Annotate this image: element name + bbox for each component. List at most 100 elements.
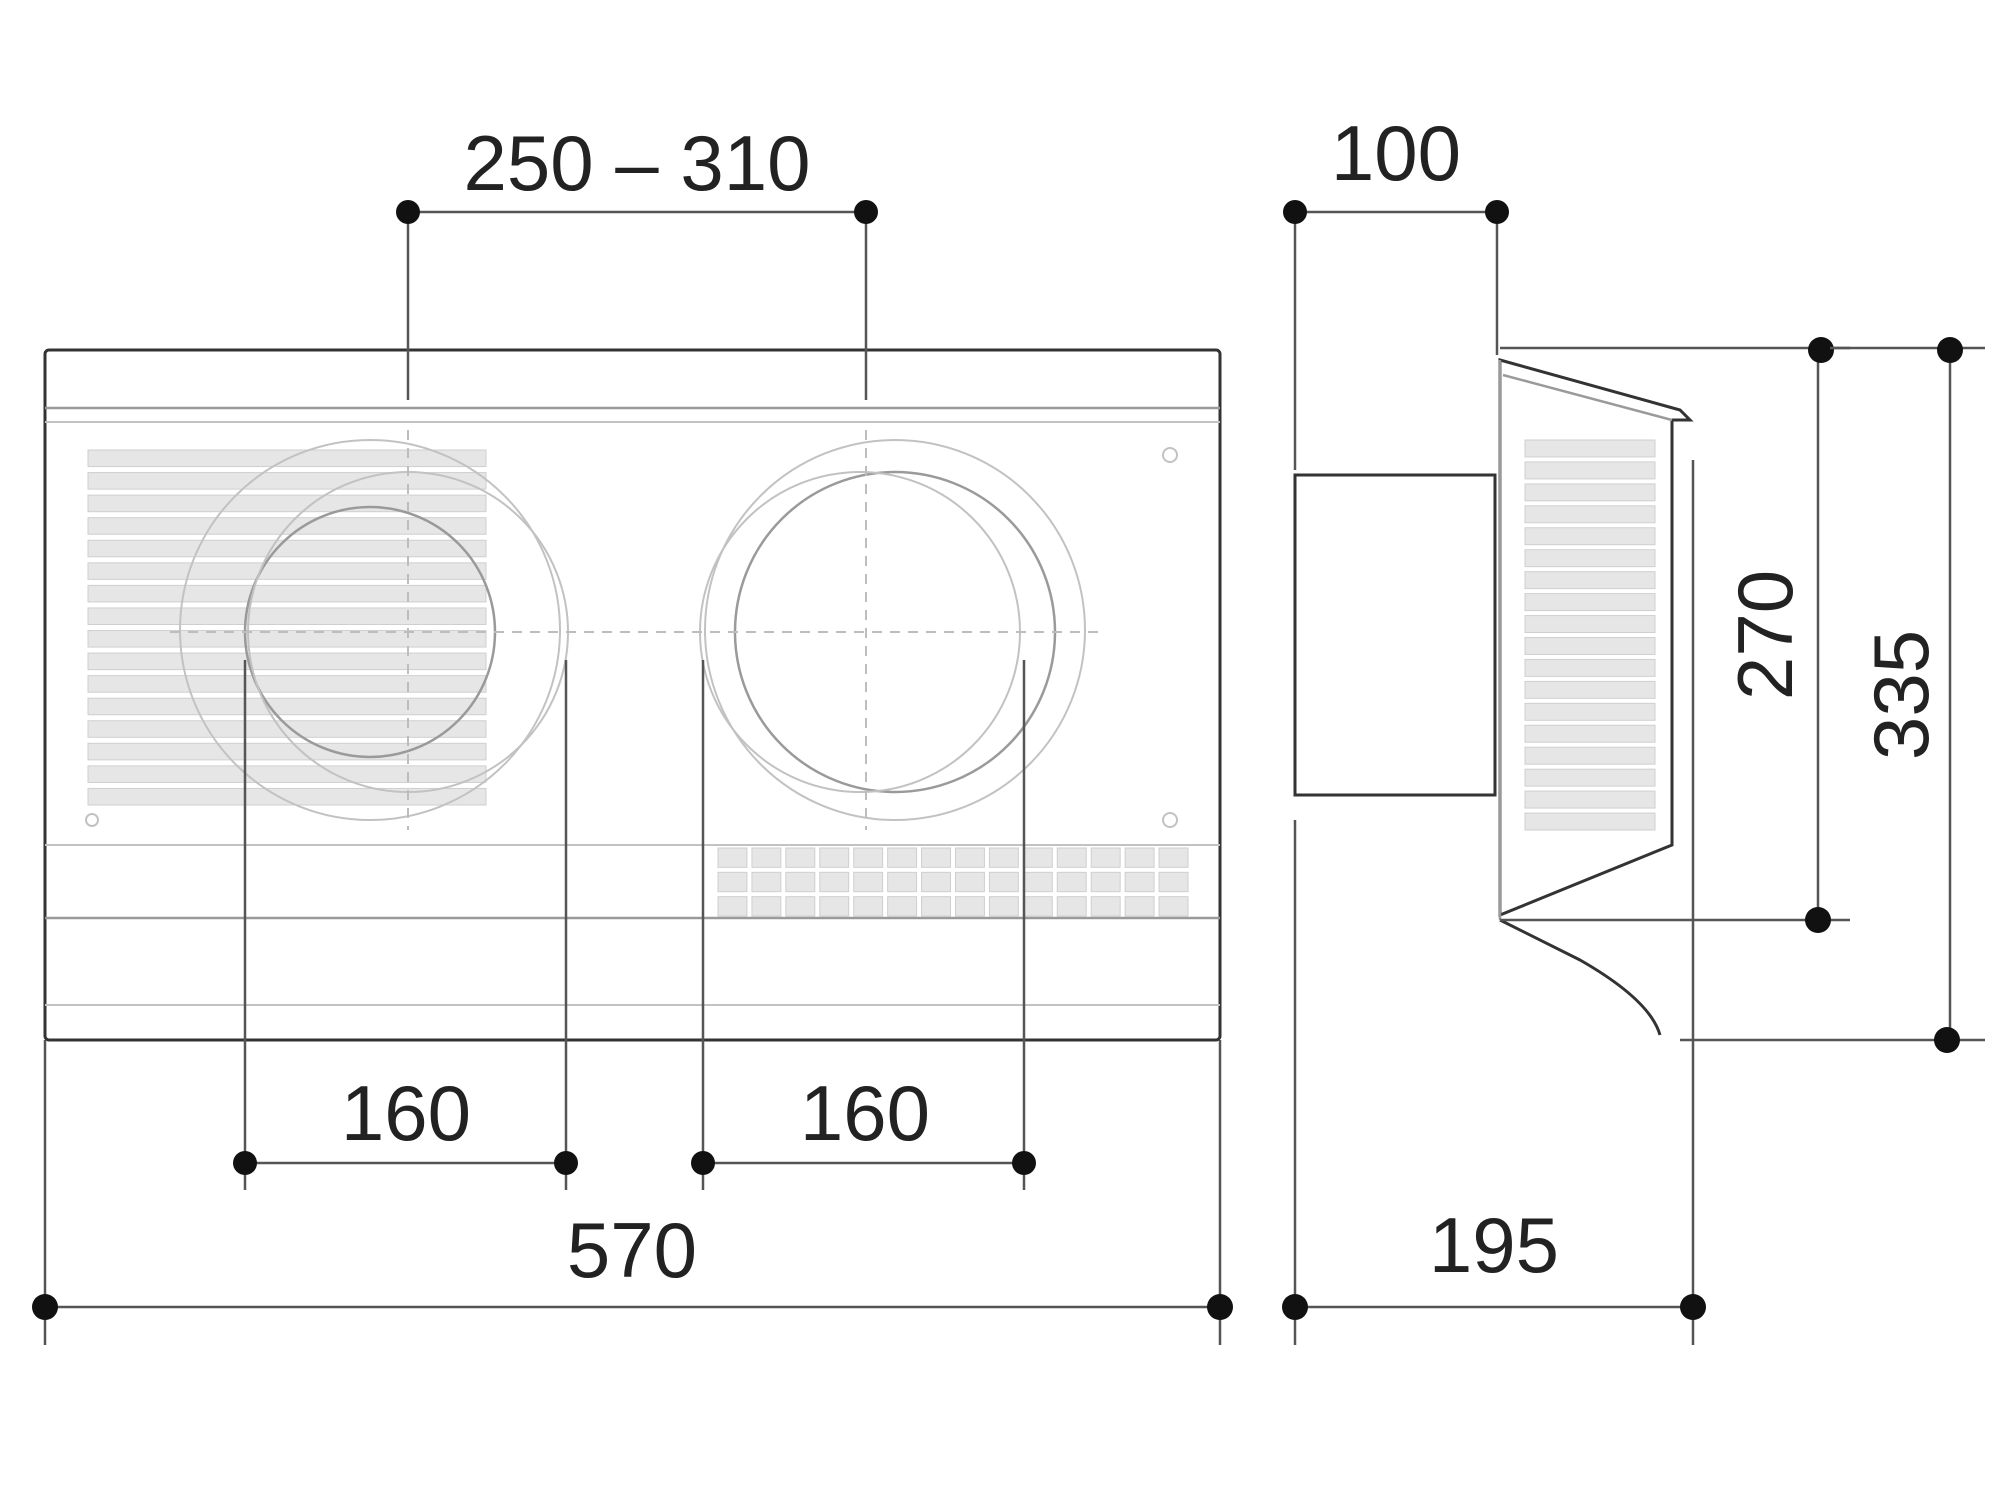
dimension-lines	[32, 200, 1985, 1345]
dimension-labels: 250 – 310 100 160 160 570 195 270 335	[341, 109, 1945, 1294]
grille-slot	[1524, 439, 1656, 458]
grille-slot	[1158, 896, 1189, 917]
grille-slot	[1524, 483, 1656, 502]
dim-depth-body-dot-right	[1485, 200, 1509, 224]
dim-width-dot-left	[32, 1294, 58, 1320]
grille-slot	[717, 896, 748, 917]
grille-slot	[887, 847, 918, 868]
side-duct-box	[1293, 473, 1497, 797]
grille-slot	[87, 675, 487, 693]
front-body-outline	[43, 348, 1222, 1042]
grille-slot	[1158, 871, 1189, 893]
grille-slot	[1524, 571, 1656, 590]
grille-slot	[988, 896, 1019, 917]
screw-hole-top-right	[1162, 447, 1178, 463]
grille-slot	[87, 765, 487, 783]
grille-slot	[1524, 637, 1656, 655]
grille-slot	[853, 871, 884, 893]
grille-slot	[1524, 680, 1656, 699]
grille-slot	[1090, 896, 1121, 917]
right-fan-circle-outer	[704, 439, 1086, 821]
label-depth-body: 100	[1331, 109, 1461, 197]
grille-slot	[751, 871, 782, 893]
grille-slot	[785, 847, 816, 868]
grille-slot	[87, 494, 487, 513]
grille-slot	[87, 697, 487, 716]
grille-slot	[1524, 593, 1656, 612]
grille-slot	[1022, 896, 1053, 917]
grille-slot	[751, 847, 782, 868]
grille-slot	[853, 896, 884, 917]
grille-slot	[819, 871, 850, 893]
dim-outlet-right-dot-b	[1012, 1151, 1036, 1175]
grille-slot	[1524, 746, 1656, 765]
grille-slot	[785, 896, 816, 917]
grille-slot	[853, 847, 884, 868]
grille-slot	[87, 472, 487, 490]
grille-slot	[87, 539, 487, 558]
dim-height-front-dot-top	[1808, 337, 1834, 363]
grille-slot	[1524, 505, 1656, 524]
side-view	[1293, 358, 1694, 1036]
grille-slot	[921, 871, 951, 893]
grille-slot	[87, 720, 487, 738]
grille-slot	[717, 847, 748, 868]
screw-hole-bottom-right	[1162, 812, 1178, 828]
grille-slot	[87, 787, 487, 806]
grille-slot	[1022, 871, 1053, 893]
label-spout-spacing: 250 – 310	[463, 119, 810, 207]
grille-slot	[1056, 847, 1087, 868]
grille-slot	[819, 847, 850, 868]
dim-depth-total-dot-right	[1680, 1294, 1706, 1320]
grille-slot	[1056, 896, 1087, 917]
grille-slot	[785, 871, 816, 893]
dim-height-front-dot-bottom	[1805, 907, 1831, 933]
grille-slot	[1524, 461, 1656, 480]
grille-slot	[87, 607, 487, 625]
grille-slot	[87, 742, 487, 761]
grille-slot	[887, 871, 918, 893]
grille-slot	[1524, 812, 1656, 831]
label-height-total: 335	[1857, 630, 1945, 760]
grille-slot	[751, 896, 782, 917]
grille-slot	[1524, 549, 1656, 568]
dim-spout-dot-right	[854, 200, 878, 224]
grille-slot	[1022, 847, 1053, 868]
label-width-total: 570	[567, 1206, 697, 1294]
grille-slot	[887, 896, 918, 917]
grille-slot	[1124, 896, 1155, 917]
side-hood-inner	[1502, 373, 1673, 422]
side-hood-bottom-flange	[1499, 918, 1662, 1036]
grille-slot	[921, 896, 951, 917]
grille-slot	[1158, 847, 1189, 868]
grille-slot	[1524, 527, 1656, 546]
left-filter-grille	[87, 449, 487, 806]
grille-slot	[1524, 724, 1656, 743]
grille-slot	[1524, 768, 1656, 787]
label-depth-total: 195	[1429, 1201, 1559, 1289]
dim-height-total-dot-bottom	[1934, 1027, 1960, 1053]
grille-slot	[1524, 702, 1656, 721]
dim-width-dot-right	[1207, 1294, 1233, 1320]
label-outlet-right: 160	[800, 1069, 930, 1157]
dim-spout-dot-left	[396, 200, 420, 224]
grille-slot	[1124, 871, 1155, 893]
dim-outlet-left-dot-b	[554, 1151, 578, 1175]
grille-slot	[1056, 871, 1087, 893]
grille-slot	[87, 562, 487, 580]
grille-slot	[717, 871, 748, 893]
grille-slot	[87, 584, 487, 603]
dim-outlet-left-dot-a	[233, 1151, 257, 1175]
grille-slot	[1124, 847, 1155, 868]
right-lower-grille	[717, 847, 1189, 917]
grille-slot	[1524, 615, 1656, 633]
grille-slot	[87, 652, 487, 671]
grille-slot	[1524, 790, 1656, 809]
grille-slot	[955, 871, 985, 893]
grille-slot	[955, 847, 985, 868]
label-height-front: 270	[1721, 570, 1809, 700]
front-view	[43, 348, 1222, 1042]
grille-slot	[87, 630, 487, 648]
dim-depth-total-dot-left	[1282, 1294, 1308, 1320]
